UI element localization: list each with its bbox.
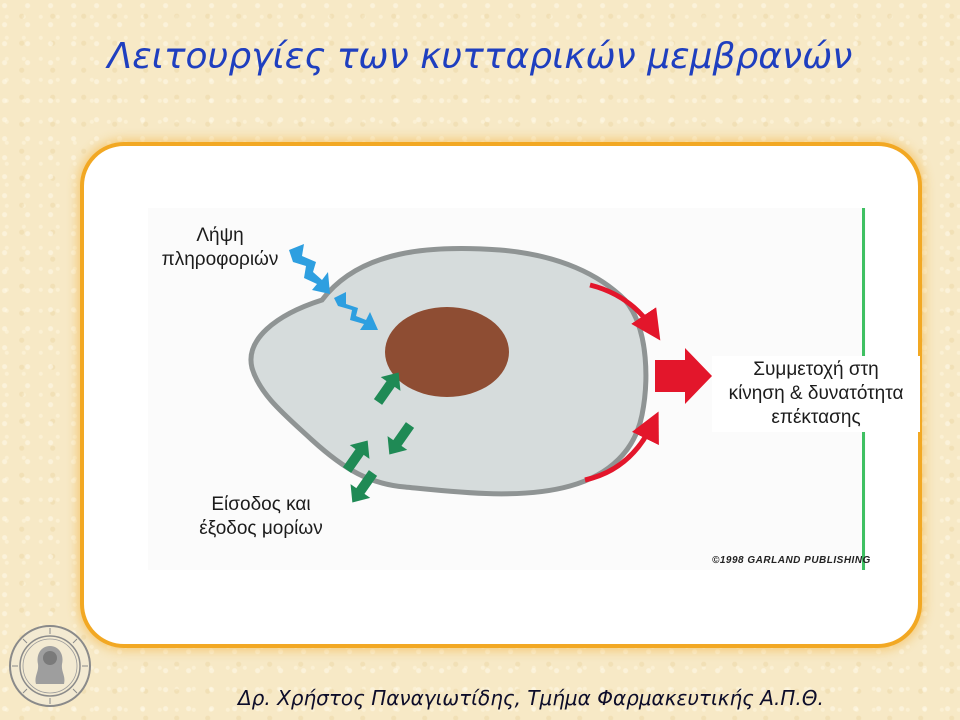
footer-author: Δρ. Χρήστος Παναγιωτίδης, Τμήμα Φαρμακευ…	[238, 686, 824, 710]
label-signal-reception: Λήψη πληροφοριών	[150, 224, 290, 272]
motility-arrows	[584, 282, 712, 483]
slide-title: Λειτουργίες των κυτταρικών μεμβρανών	[107, 36, 853, 77]
nucleus	[385, 307, 509, 397]
motility-arrow-upper	[589, 282, 661, 341]
label-motility-line-3: επέκτασης	[771, 407, 861, 428]
label-signal-line-1: Λήψη	[196, 225, 244, 246]
copyright-notice: ©1998 GARLAND PUBLISHING	[712, 555, 871, 566]
signal-arrow-1	[289, 244, 330, 294]
label-motility-line-2: κίνηση & δυνατότητα	[728, 383, 904, 404]
transport-arrows	[342, 372, 415, 503]
signal-arrow-2	[334, 292, 378, 330]
motility-arrow-lower	[584, 411, 659, 483]
signal-arrows	[289, 244, 378, 330]
label-transport-line-1: Είσοδος και	[211, 494, 311, 515]
transport-arrow-out-2	[350, 470, 378, 503]
label-motility: Συμμετοχή στη κίνηση & δυνατότητα επέκτα…	[712, 356, 920, 432]
label-transport-line-2: έξοδος μορίων	[199, 518, 323, 539]
label-transport: Είσοδος και έξοδος μορίων	[186, 493, 336, 541]
transport-arrow-out-1	[387, 422, 415, 455]
label-signal-line-2: πληροφοριών	[161, 249, 279, 270]
label-motility-line-1: Συμμετοχή στη	[753, 359, 879, 380]
transport-arrow-in-1	[373, 372, 401, 405]
motility-arrow-main	[655, 348, 712, 404]
university-seal-icon	[9, 625, 91, 707]
transport-arrow-in-2	[342, 440, 370, 473]
